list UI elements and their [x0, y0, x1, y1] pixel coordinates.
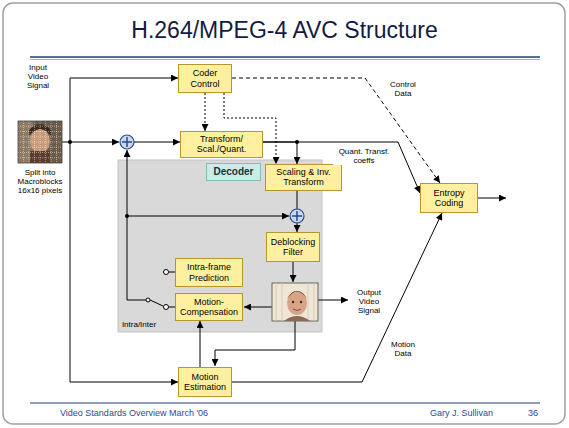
slide-frame	[3, 3, 565, 424]
signal-connector	[200, 321, 201, 367]
footer-text: Video Standards Overview March '06	[60, 408, 208, 418]
reference-frame-picture	[272, 283, 318, 321]
control-connector	[205, 93, 206, 131]
box-label: Transform/ Scal./Quant.	[184, 134, 259, 155]
connector-label: Motion Data	[386, 340, 420, 358]
signal-connector	[263, 142, 420, 193]
prediction-box: Intra-frame Prediction	[175, 258, 243, 287]
switch-label: Intra/Inter	[116, 320, 162, 329]
slide-title: H.264/MPEG-4 AVC Structure	[0, 17, 569, 44]
prediction-box: Motion- Compensation	[175, 293, 243, 321]
switch-contacts	[146, 270, 169, 310]
signal-label: Output Video Signal	[351, 288, 387, 316]
box-label: Coder Control	[182, 68, 228, 89]
box-label: Deblocking Filter	[270, 237, 316, 258]
signal-label: Input Video Signal	[20, 63, 56, 91]
signal-connector	[232, 213, 442, 382]
box-label: Scaling & Inv. Transform	[269, 167, 338, 188]
signal-wires	[62, 78, 506, 382]
signal-connector	[263, 142, 297, 164]
title-rule	[30, 59, 540, 60]
estimation-box: Motion Estimation	[178, 367, 232, 397]
control-box: Coder Control	[178, 64, 232, 93]
box-label: Intra-frame Prediction	[179, 262, 239, 283]
filter-box: Deblocking Filter	[266, 232, 320, 262]
box-label: Motion- Compensation	[179, 297, 239, 318]
signal-label: Split into Macroblocks 16x16 pixels	[11, 168, 69, 196]
page-number: 36	[528, 408, 538, 418]
box-label: Motion Estimation	[182, 372, 228, 393]
coder-box: Entropy Coding	[420, 183, 478, 213]
process-box: Scaling & Inv. Transform	[265, 164, 342, 191]
title-rule	[30, 56, 540, 58]
connector-label: Quant. Transf. coeffs	[333, 147, 395, 165]
box-label: Entropy Coding	[424, 188, 474, 209]
footer-text: Gary J. Sullivan	[430, 408, 493, 418]
footer-rule	[30, 403, 540, 404]
connector-label: Control Data	[385, 80, 421, 98]
region-tab: Decoder	[206, 163, 260, 181]
input-frame-picture	[18, 121, 62, 163]
process-box: Transform/ Scal./Quant.	[180, 131, 263, 158]
